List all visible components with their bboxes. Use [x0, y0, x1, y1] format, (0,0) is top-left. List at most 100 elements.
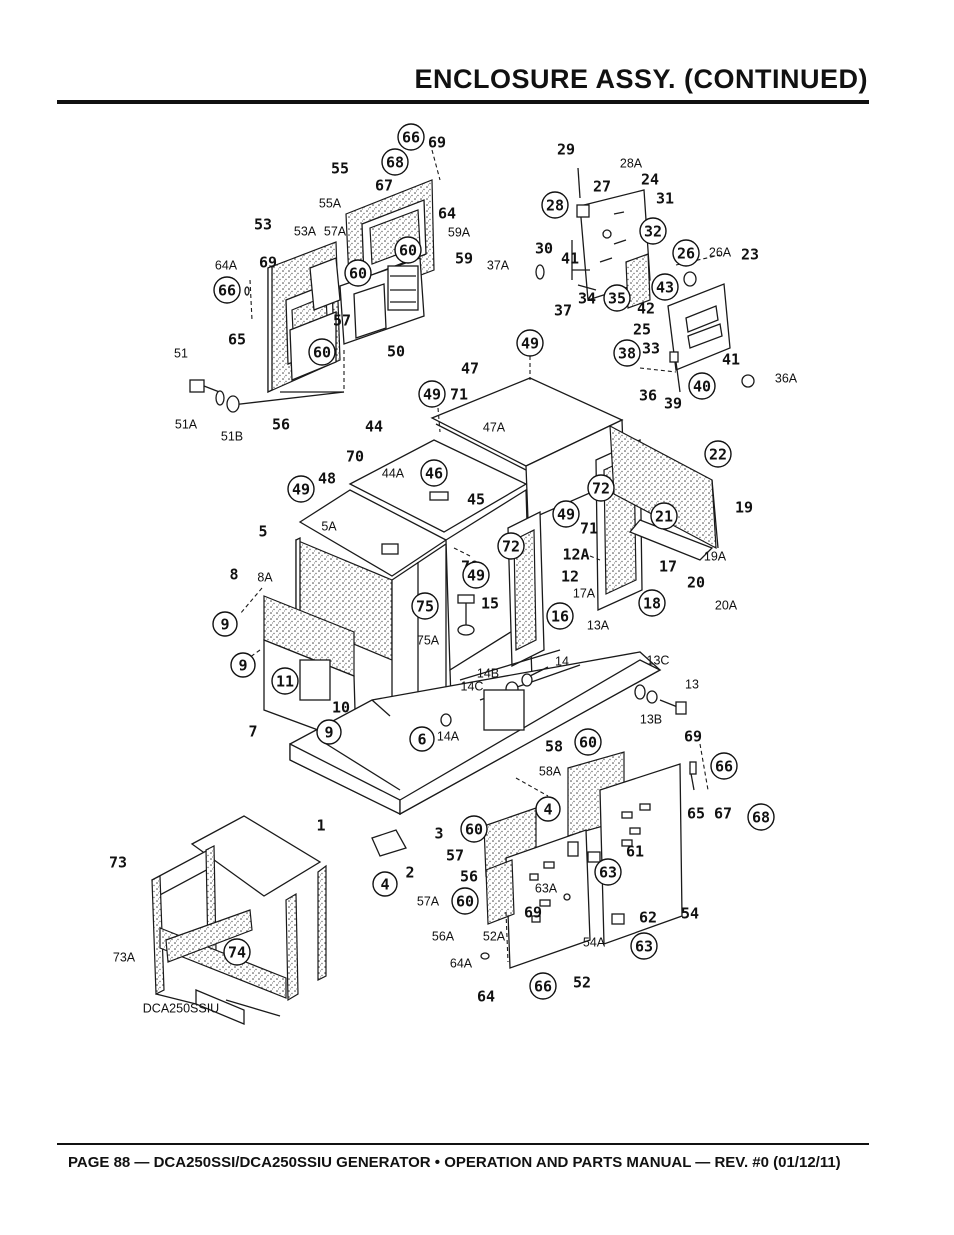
callout-label: 34: [578, 290, 596, 308]
callout-label: 75: [416, 598, 434, 616]
callout-68: 68: [381, 148, 409, 176]
callout-56: 56: [460, 868, 478, 886]
callout-13C: 13C: [647, 654, 670, 668]
footer-rule: [57, 1143, 869, 1145]
callout-22: 22: [704, 440, 732, 468]
callout-53A: 53A: [294, 225, 317, 239]
callout-label: 59A: [448, 226, 471, 240]
callout-49: 49: [418, 380, 446, 408]
callout-8A: 8A: [257, 571, 273, 585]
callout-label: 39: [664, 395, 682, 413]
callout-58: 58: [545, 738, 563, 756]
callout-24: 24: [641, 171, 659, 189]
callout-14C: 14C: [461, 680, 484, 694]
callout-label: 74: [228, 944, 246, 962]
callout-32: 32: [639, 217, 667, 245]
callout-label: 14B: [477, 667, 499, 681]
callout-51A: 51A: [175, 418, 198, 432]
callout-label: 21: [655, 508, 673, 526]
callout-56A: 56A: [432, 930, 455, 944]
callout-label: 12: [561, 568, 579, 586]
callout-35: 35: [603, 284, 631, 312]
callout-DCA250SSIU: DCA250SSIU: [143, 1002, 219, 1016]
callout-63: 63: [594, 858, 622, 886]
callout-49: 49: [462, 561, 490, 589]
callout-49: 49: [516, 329, 544, 357]
callout-4: 4: [372, 871, 398, 897]
callout-label: 58: [545, 738, 563, 756]
callout-60: 60: [574, 728, 602, 756]
callout-label: 1: [316, 817, 325, 835]
callout-20A: 20A: [715, 599, 738, 613]
callout-57A: 57A: [417, 895, 440, 909]
callout-54A: 54A: [583, 936, 606, 950]
callout-label: 13B: [640, 713, 662, 727]
callout-label: 60: [456, 893, 474, 911]
callout-label: 46: [425, 465, 443, 483]
callout-label: 68: [752, 809, 770, 827]
callout-label: 9: [238, 657, 247, 675]
callout-10: 10: [332, 699, 350, 717]
callout-73: 73: [109, 854, 127, 872]
callout-3: 3: [434, 825, 443, 843]
callout-44A: 44A: [382, 467, 405, 481]
callout-label: 64A: [215, 259, 238, 273]
callout-19A: 19A: [704, 550, 727, 564]
callout-label: 55: [331, 160, 349, 178]
callout-label: 4: [543, 801, 552, 819]
callout-75: 75: [411, 592, 439, 620]
callout-label: 51B: [221, 430, 243, 444]
callout-label: 17: [659, 558, 677, 576]
callout-69: 69: [684, 728, 702, 746]
callout-label: 54A: [583, 936, 606, 950]
callout-28: 28: [541, 191, 569, 219]
callout-label: 55A: [319, 197, 342, 211]
callout-label: DCA250SSIU: [143, 1002, 219, 1016]
callout-label: 56A: [432, 930, 455, 944]
callout-label: 50: [387, 343, 405, 361]
callout-label: 58A: [539, 765, 562, 779]
callout-26: 26: [672, 239, 700, 267]
callout-60: 60: [460, 815, 488, 843]
callout-label: 51A: [175, 418, 198, 432]
callout-label: 72: [502, 538, 520, 556]
callout-72: 72: [587, 474, 615, 502]
callout-label: 59: [455, 250, 473, 268]
callout-9: 9: [316, 719, 342, 745]
callout-label: 57: [446, 847, 464, 865]
callout-5A: 5A: [321, 520, 337, 534]
callout-label: 63: [635, 938, 653, 956]
callout-label: 14A: [437, 730, 460, 744]
callout-2: 2: [405, 864, 414, 882]
callout-12A: 12A: [562, 546, 589, 564]
callout-9: 9: [230, 652, 256, 678]
dca250ssiu-frame: [151, 815, 327, 1025]
callout-label: 26A: [709, 246, 732, 260]
callout-60: 60: [394, 236, 422, 264]
callout-label: 9: [324, 724, 333, 742]
callout-label: 54: [681, 905, 699, 923]
callout-label: 31: [656, 190, 674, 208]
callout-label: 66: [534, 978, 552, 996]
callout-8: 8: [229, 566, 238, 584]
callout-label: 13: [685, 678, 699, 692]
callout-5: 5: [258, 523, 267, 541]
callout-label: 38: [618, 345, 636, 363]
callout-label: 6: [417, 731, 426, 749]
callout-41: 41: [722, 351, 740, 369]
callout-label: 20A: [715, 599, 738, 613]
callout-label: 30: [535, 240, 553, 258]
callout-label: 45: [467, 491, 485, 509]
callout-label: 53: [254, 216, 272, 234]
callout-label: 65: [228, 331, 246, 349]
callout-label: 25: [633, 321, 651, 339]
callout-label: 56: [460, 868, 478, 886]
callout-58A: 58A: [539, 765, 562, 779]
callout-49: 49: [552, 500, 580, 528]
callout-label: 64A: [450, 957, 473, 971]
callout-label: 43: [656, 279, 674, 297]
callout-26A: 26A: [709, 246, 732, 260]
callout-42: 42: [637, 300, 655, 318]
callout-66: 66: [397, 123, 425, 151]
